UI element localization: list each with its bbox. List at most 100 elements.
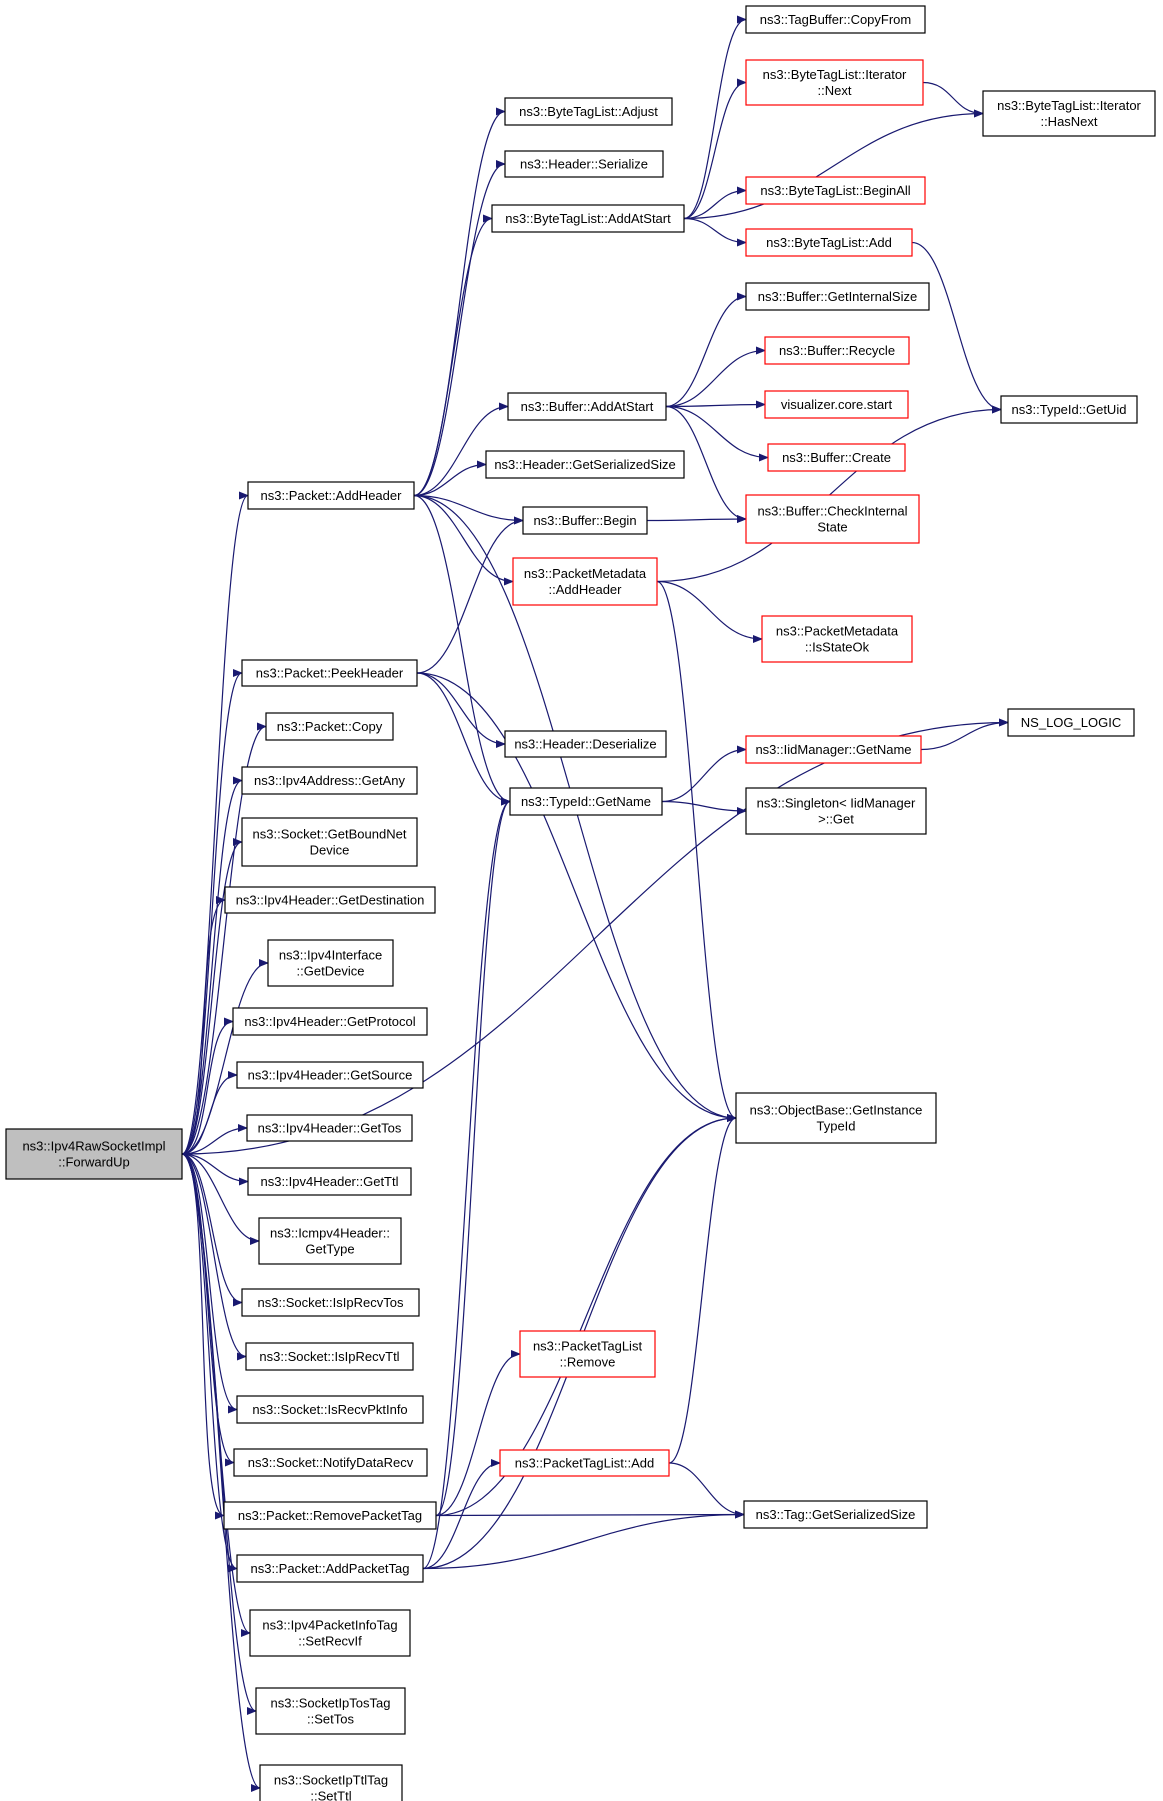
edge-addHeader-to-hdrGetSerSize: [413, 460, 487, 497]
node-addHeader[interactable]: ns3::Packet::AddHeader: [247, 481, 415, 510]
node-ptlRemove[interactable]: ns3::PacketTagList::Remove: [519, 1330, 656, 1378]
node-tidGetUid[interactable]: ns3::TypeId::GetUid: [1000, 395, 1138, 424]
node-isRecvPktInfo[interactable]: ns3::Socket::IsRecvPktInfo: [236, 1395, 424, 1424]
node-hdrDeserialize[interactable]: ns3::Header::Deserialize: [504, 730, 667, 758]
node-setRecvIf[interactable]: ns3::Ipv4PacketInfoTag::SetRecvIf: [249, 1609, 411, 1657]
node-box: [504, 730, 667, 758]
edge-btlItNext-to-btlItHasNext: [922, 81, 984, 118]
node-label: ns3::PacketMetadata: [776, 624, 899, 639]
node-box: [743, 1500, 928, 1529]
node-btlBeginAll[interactable]: ns3::ByteTagList::BeginAll: [745, 176, 926, 205]
node-box: [241, 817, 418, 867]
node-box: [491, 204, 685, 233]
node-pmAddHeader[interactable]: ns3::PacketMetadata::AddHeader: [512, 557, 658, 606]
node-label: ns3::Ipv4Address::GetAny: [254, 773, 406, 788]
node-ifGetDevice[interactable]: ns3::Ipv4Interface::GetDevice: [267, 939, 394, 987]
node-box: [241, 766, 418, 795]
node-label: ns3::Socket::GetBoundNet: [253, 827, 407, 842]
node-box: [512, 557, 658, 606]
node-box: [267, 939, 394, 987]
node-setTtl[interactable]: ns3::SocketIpTtlTag::SetTtl: [259, 1764, 403, 1801]
edge-root-to-isIpRecvTos: [181, 1153, 243, 1307]
node-tbCopyFrom[interactable]: ns3::TagBuffer::CopyFrom: [745, 5, 926, 34]
node-box: [247, 481, 415, 510]
node-tidGetName[interactable]: ns3::TypeId::GetName: [509, 787, 663, 816]
node-btlAddAtStart[interactable]: ns3::ByteTagList::AddAtStart: [491, 204, 685, 233]
node-label: ns3::Ipv4Header::GetSource: [248, 1068, 413, 1083]
node-setTos[interactable]: ns3::SocketIpTosTag::SetTos: [255, 1687, 406, 1735]
edge-btlAddAtStart-to-btlBeginAll: [683, 186, 747, 220]
node-isIpRecvTos[interactable]: ns3::Socket::IsIpRecvTos: [241, 1288, 420, 1317]
node-box: [764, 336, 910, 365]
node-copy[interactable]: ns3::Packet::Copy: [265, 712, 394, 741]
node-notifyDataRecv[interactable]: ns3::Socket::NotifyDataRecv: [233, 1448, 428, 1477]
node-box: [504, 97, 673, 126]
node-label: ns3::Buffer::CheckInternal: [757, 504, 907, 519]
node-vizStart[interactable]: visualizer.core.start: [764, 390, 909, 419]
node-getTos[interactable]: ns3::Ipv4Header::GetTos: [246, 1114, 413, 1142]
node-box: [265, 712, 394, 741]
node-addPacketTag[interactable]: ns3::Packet::AddPacketTag: [236, 1554, 424, 1583]
node-label: ns3::Socket::IsIpRecvTos: [258, 1295, 404, 1310]
node-root[interactable]: ns3::Ipv4RawSocketImpl::ForwardUp: [5, 1128, 183, 1180]
node-bufAddAtStart[interactable]: ns3::Buffer::AddAtStart: [507, 392, 667, 421]
edge-addHeader-to-tidGetName: [413, 494, 511, 806]
node-pmIsStateOk[interactable]: ns3::PacketMetadata::IsStateOk: [761, 615, 913, 663]
edge-addHeader-to-btlAdjust: [413, 107, 506, 497]
node-btlItHasNext[interactable]: ns3::ByteTagList::Iterator::HasNext: [982, 90, 1156, 137]
node-label: ns3::ByteTagList::Adjust: [519, 104, 658, 119]
node-getProtocol[interactable]: ns3::Ipv4Header::GetProtocol: [232, 1007, 428, 1036]
node-label: Device: [310, 843, 350, 858]
node-bufCreate[interactable]: ns3::Buffer::Create: [767, 443, 906, 472]
edge-bufAddAtStart-to-bufCreate: [665, 405, 769, 462]
edge-removePacketTag-to-tidGetName: [435, 797, 511, 1517]
node-iidGetName[interactable]: ns3::IidManager::GetName: [745, 735, 922, 764]
node-getAny[interactable]: ns3::Ipv4Address::GetAny: [241, 766, 418, 795]
node-removePacketTag[interactable]: ns3::Packet::RemovePacketTag: [223, 1501, 437, 1530]
node-box: [224, 886, 436, 914]
node-label: ns3::Icmpv4Header::: [270, 1226, 390, 1241]
node-btlAdd[interactable]: ns3::ByteTagList::Add: [745, 228, 913, 257]
edge-root-to-getDestination: [181, 896, 226, 1155]
node-label: ::AddHeader: [549, 582, 623, 597]
node-bufGetIntSize[interactable]: ns3::Buffer::GetInternalSize: [745, 282, 930, 311]
node-getSource[interactable]: ns3::Ipv4Header::GetSource: [236, 1061, 424, 1089]
edge-btlAddAtStart-to-tbCopyFrom: [683, 15, 747, 220]
node-label: ns3::Buffer::Recycle: [779, 343, 895, 358]
node-label: ns3::Buffer::Create: [782, 450, 891, 465]
node-box: [764, 390, 909, 419]
node-btlAdjust[interactable]: ns3::ByteTagList::Adjust: [504, 97, 673, 126]
node-box: [233, 1448, 428, 1477]
node-label: ns3::Tag::GetSerializedSize: [756, 1507, 916, 1522]
node-icmpGetType[interactable]: ns3::Icmpv4Header::GetType: [258, 1217, 402, 1265]
node-label: ns3::PacketTagList: [533, 1339, 643, 1354]
node-label: ns3::ByteTagList::AddAtStart: [505, 211, 671, 226]
node-label: GetType: [305, 1242, 354, 1257]
node-tagGetSerSize[interactable]: ns3::Tag::GetSerializedSize: [743, 1500, 928, 1529]
edge-root-to-icmpGetType: [181, 1153, 260, 1245]
node-bufBegin[interactable]: ns3::Buffer::Begin: [522, 506, 648, 535]
node-btlItNext[interactable]: ns3::ByteTagList::Iterator::Next: [745, 59, 924, 106]
node-box: [258, 1217, 402, 1265]
node-label: ::GetDevice: [297, 964, 365, 979]
node-isIpRecvTtl[interactable]: ns3::Socket::IsIpRecvTtl: [245, 1342, 414, 1371]
node-label: ::ForwardUp: [58, 1155, 130, 1170]
node-hdrGetSerSize[interactable]: ns3::Header::GetSerializedSize: [485, 450, 685, 479]
node-getTtl[interactable]: ns3::Ipv4Header::GetTtl: [247, 1167, 412, 1196]
node-nsLogLogic[interactable]: NS_LOG_LOGIC: [1007, 708, 1135, 737]
node-peekHeader[interactable]: ns3::Packet::PeekHeader: [241, 659, 418, 687]
node-hdrSerialize[interactable]: ns3::Header::Serialize: [504, 150, 664, 178]
node-label: ns3::Socket::IsIpRecvTtl: [259, 1349, 399, 1364]
node-box: [223, 1501, 437, 1530]
node-getDestination[interactable]: ns3::Ipv4Header::GetDestination: [224, 886, 436, 914]
node-ptlAdd[interactable]: ns3::PacketTagList::Add: [499, 1449, 670, 1477]
edge-addHeader-to-hdrSerialize: [413, 160, 506, 497]
node-singletonGet[interactable]: ns3::Singleton< IidManager>::Get: [745, 787, 927, 835]
node-bufRecycle[interactable]: ns3::Buffer::Recycle: [764, 336, 910, 365]
edge-addPacketTag-to-ptlAdd: [422, 1459, 501, 1570]
edge-peekHeader-to-tidGetName: [416, 672, 511, 806]
node-label: ns3::Packet::PeekHeader: [256, 666, 404, 681]
